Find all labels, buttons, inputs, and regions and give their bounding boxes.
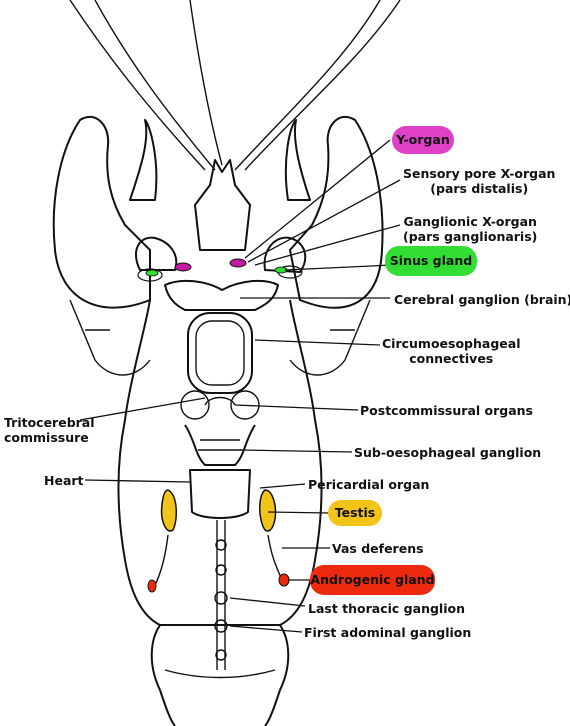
cerebral-ganglion-shape — [164, 279, 279, 311]
postcommissural-region — [180, 390, 260, 420]
ganglionic-x-organ-label: Ganglionic X-organ (pars ganglionaris) — [403, 214, 538, 244]
cerebral-ganglion-label: Cerebral ganglion (brain) — [394, 292, 570, 307]
y-organ-label: Y-organ — [392, 126, 454, 154]
last-thoracic-ganglion-label: Last thoracic ganglion — [308, 601, 465, 616]
testis-label: Testis — [328, 500, 382, 526]
left-testis-mark — [160, 489, 178, 532]
right-testis-mark — [259, 489, 277, 532]
vas-deferens-label: Vas deferens — [332, 541, 424, 556]
left-x-organ-mark — [174, 262, 192, 272]
right-claw — [284, 115, 384, 376]
circumoesophageal-label: Circumoesophageal connectives — [382, 336, 521, 366]
sinus-gland-label: Sinus gland — [385, 246, 477, 276]
right-androgenic-mark — [278, 573, 290, 587]
oesophageal-ring — [187, 312, 253, 394]
vas-deferens-right — [267, 534, 283, 581]
leader-lines — [79, 139, 401, 633]
androgenic-gland-label: Androgenic gland — [310, 565, 435, 595]
carapace-outline — [117, 299, 323, 626]
sub-oesophageal-shape — [184, 424, 256, 466]
abdomen — [150, 624, 290, 726]
postcommissural-label: Postcommissural organs — [360, 403, 533, 418]
rostrum — [194, 159, 251, 251]
tritocerebral-label: Tritocerebral commissure — [4, 415, 95, 445]
sub-oesophageal-label: Sub-oesophageal ganglion — [354, 445, 542, 460]
left-sinus-gland-mark — [145, 269, 159, 277]
right-x-organ-mark — [229, 258, 247, 268]
first-abdominal-ganglion-label: First adominal ganglion — [304, 625, 472, 640]
left-claw — [52, 115, 158, 376]
pericardial-organ-label: Pericardial organ — [308, 477, 430, 492]
sensory-pore-label: Sensory pore X-organ (pars distalis) — [403, 166, 556, 196]
heart-label: Heart — [44, 473, 84, 488]
left-androgenic-mark — [147, 579, 157, 593]
heart-shape — [189, 469, 251, 519]
vas-deferens-left — [154, 534, 169, 586]
ventral-nerve-cord — [214, 520, 228, 670]
antennae — [69, 0, 401, 171]
